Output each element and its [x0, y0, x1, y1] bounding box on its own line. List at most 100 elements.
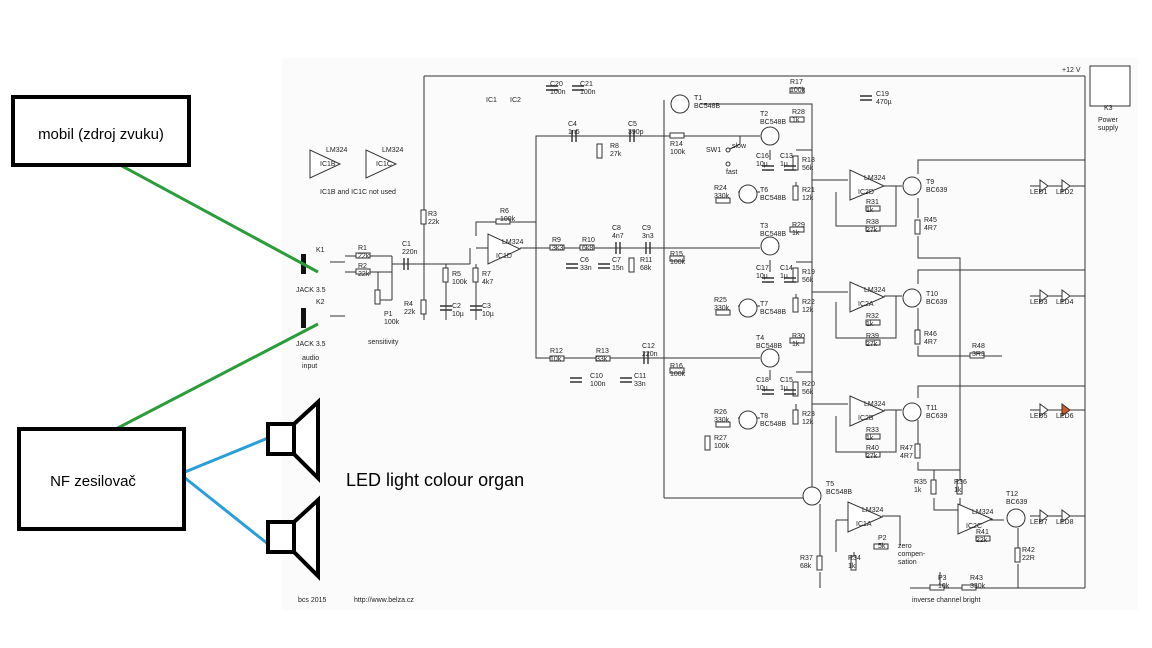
component-value-c8: 4n7	[612, 233, 624, 240]
component-ref-r21: R21	[802, 187, 815, 194]
unused-note: IC1B and IC1C not used	[320, 189, 396, 196]
component-value-r35: 1k	[914, 487, 922, 494]
opamp-name-ic2b: IC2B	[858, 415, 874, 422]
component-value-c13: 1µ	[780, 161, 788, 168]
component-value-r30: 1k	[792, 341, 800, 348]
component-value-r8: 27k	[610, 151, 622, 158]
transistor-type-t10: BC639	[926, 299, 948, 306]
component-value-r45: 4R7	[924, 225, 937, 232]
component-ref-r24: R24	[714, 185, 727, 192]
transistor-type-t2: BC548B	[760, 119, 786, 126]
component-ref-r10: R10	[582, 237, 595, 244]
component-ref-r18: R18	[802, 157, 815, 164]
component-value-r5: 100k	[452, 279, 468, 286]
transistor-ref-t2: T2	[760, 111, 768, 118]
transistor-type-t1: BC548B	[694, 103, 720, 110]
component-ref-c5: C5	[628, 121, 637, 128]
transistor-type-t8: BC548B	[760, 421, 786, 428]
amplifier-box-label: NF zesilovač	[50, 473, 136, 490]
sw-fast-label: fast	[726, 169, 737, 176]
component-ref-r33: R33	[866, 427, 879, 434]
component-ref-r46: R46	[924, 331, 937, 338]
component-value-r41: 22k	[976, 537, 988, 544]
opamp-type-ic1d: LM324	[502, 239, 524, 246]
schematic-labels: K1K2R122kR222kP1100kC1220nR322kR422kR510…	[296, 67, 1119, 604]
component-ref-c18: C18	[756, 377, 769, 384]
component-ref-c16: C16	[756, 153, 769, 160]
transistor-ref-t8: T8	[760, 413, 768, 420]
component-value-r32: 1k	[866, 321, 874, 328]
component-value-c4: 1n5	[568, 129, 580, 136]
component-value-r46: 4R7	[924, 339, 937, 346]
component-value-r16: 100k	[670, 371, 686, 378]
amplifier-box	[17, 427, 186, 531]
component-value-c12: 220n	[642, 351, 658, 358]
component-ref-c3: C3	[482, 303, 491, 310]
opamp-name-ic1d: IC1D	[496, 253, 512, 260]
component-ref-r31: R31	[866, 199, 879, 206]
source-box	[11, 95, 191, 167]
component-value-r18: 56k	[802, 165, 814, 172]
component-value-c21: 100n	[580, 89, 596, 96]
transistor-ref-t9: T9	[926, 179, 934, 186]
component-value-r19: 56k	[802, 277, 814, 284]
transistor-ref-t11: T11	[926, 405, 938, 412]
component-ref-c20: C20	[550, 81, 563, 88]
opamp-name-ic1a: IC1A	[856, 521, 872, 528]
component-value-p2: 5k	[878, 543, 886, 550]
amp-to-jack-wire	[113, 322, 319, 432]
component-ref-r47: R47	[900, 445, 913, 452]
component-value-r15: 100k	[670, 259, 686, 266]
component-value-c17: 10µ	[756, 273, 768, 280]
component-ref-r8: R8	[610, 143, 619, 150]
opamp-name-ic2d: IC2D	[858, 189, 874, 196]
jack1-label: JACK 3.5	[296, 287, 326, 294]
led-label-7: LED7	[1030, 519, 1048, 526]
opamp-type-ic2d: LM324	[864, 175, 886, 182]
component-ref-k2: K2	[316, 299, 325, 306]
component-value-c14: 1µ	[780, 273, 788, 280]
component-ref-r41: R41	[976, 529, 989, 536]
power-supply-label: Power	[1098, 117, 1119, 124]
component-ref-p3: P3	[938, 575, 947, 582]
supply-label: +12 V	[1062, 67, 1081, 74]
led-label-5: LED5	[1030, 413, 1048, 420]
component-ref-c11: C11	[634, 373, 646, 380]
component-value-c5: 390p	[628, 129, 644, 136]
component-value-r6: 100k	[500, 216, 516, 223]
component-value-c2: 10µ	[452, 311, 464, 318]
component-ref-r36: R36	[954, 479, 967, 486]
component-value-r34: 1k	[848, 563, 856, 570]
zero-compensation-label: zero	[898, 543, 912, 550]
component-ref-r14: R14	[670, 141, 683, 148]
led-label-3: LED3	[1030, 299, 1048, 306]
component-value-p3: 10k	[938, 583, 950, 590]
component-value-r23: 12k	[802, 419, 814, 426]
schematic-wiring	[330, 75, 1086, 589]
opamp-name-ic1c: IC1C	[376, 161, 392, 168]
component-ref-r40: R40	[866, 445, 879, 452]
component-value-r3: 22k	[428, 219, 440, 226]
component-value-c6: 33n	[580, 265, 592, 272]
transistor-type-t5: BC548B	[826, 489, 852, 496]
component-value-r7: 4k7	[482, 279, 493, 286]
inverse-channel-label: inverse channel bright	[912, 597, 981, 604]
power-supply-label: supply	[1098, 125, 1119, 132]
zero-compensation-label: compen-	[898, 551, 926, 558]
component-ref-p2: P2	[878, 535, 887, 542]
opamp-name-ic2a: IC2A	[858, 301, 874, 308]
audio-input-label: audio	[302, 355, 319, 362]
component-value-r1: 22k	[358, 253, 370, 260]
component-value-c19: 470µ	[876, 99, 892, 106]
component-value-c9: 3n3	[642, 233, 654, 240]
component-ref-c8: C8	[612, 225, 621, 232]
component-value-r43: 330k	[970, 583, 986, 590]
transistor-ref-t4: T4	[756, 335, 764, 342]
opamp-type-ic1a: LM324	[862, 507, 884, 514]
component-ref-r3: R3	[428, 211, 437, 218]
component-value-c7: 15n	[612, 265, 624, 272]
transistor-type-t6: BC548B	[760, 195, 786, 202]
schematic-symbols	[301, 65, 1131, 591]
component-value-r12: 10k	[550, 356, 562, 363]
amp-to-speaker-bottom-wire	[179, 472, 269, 546]
